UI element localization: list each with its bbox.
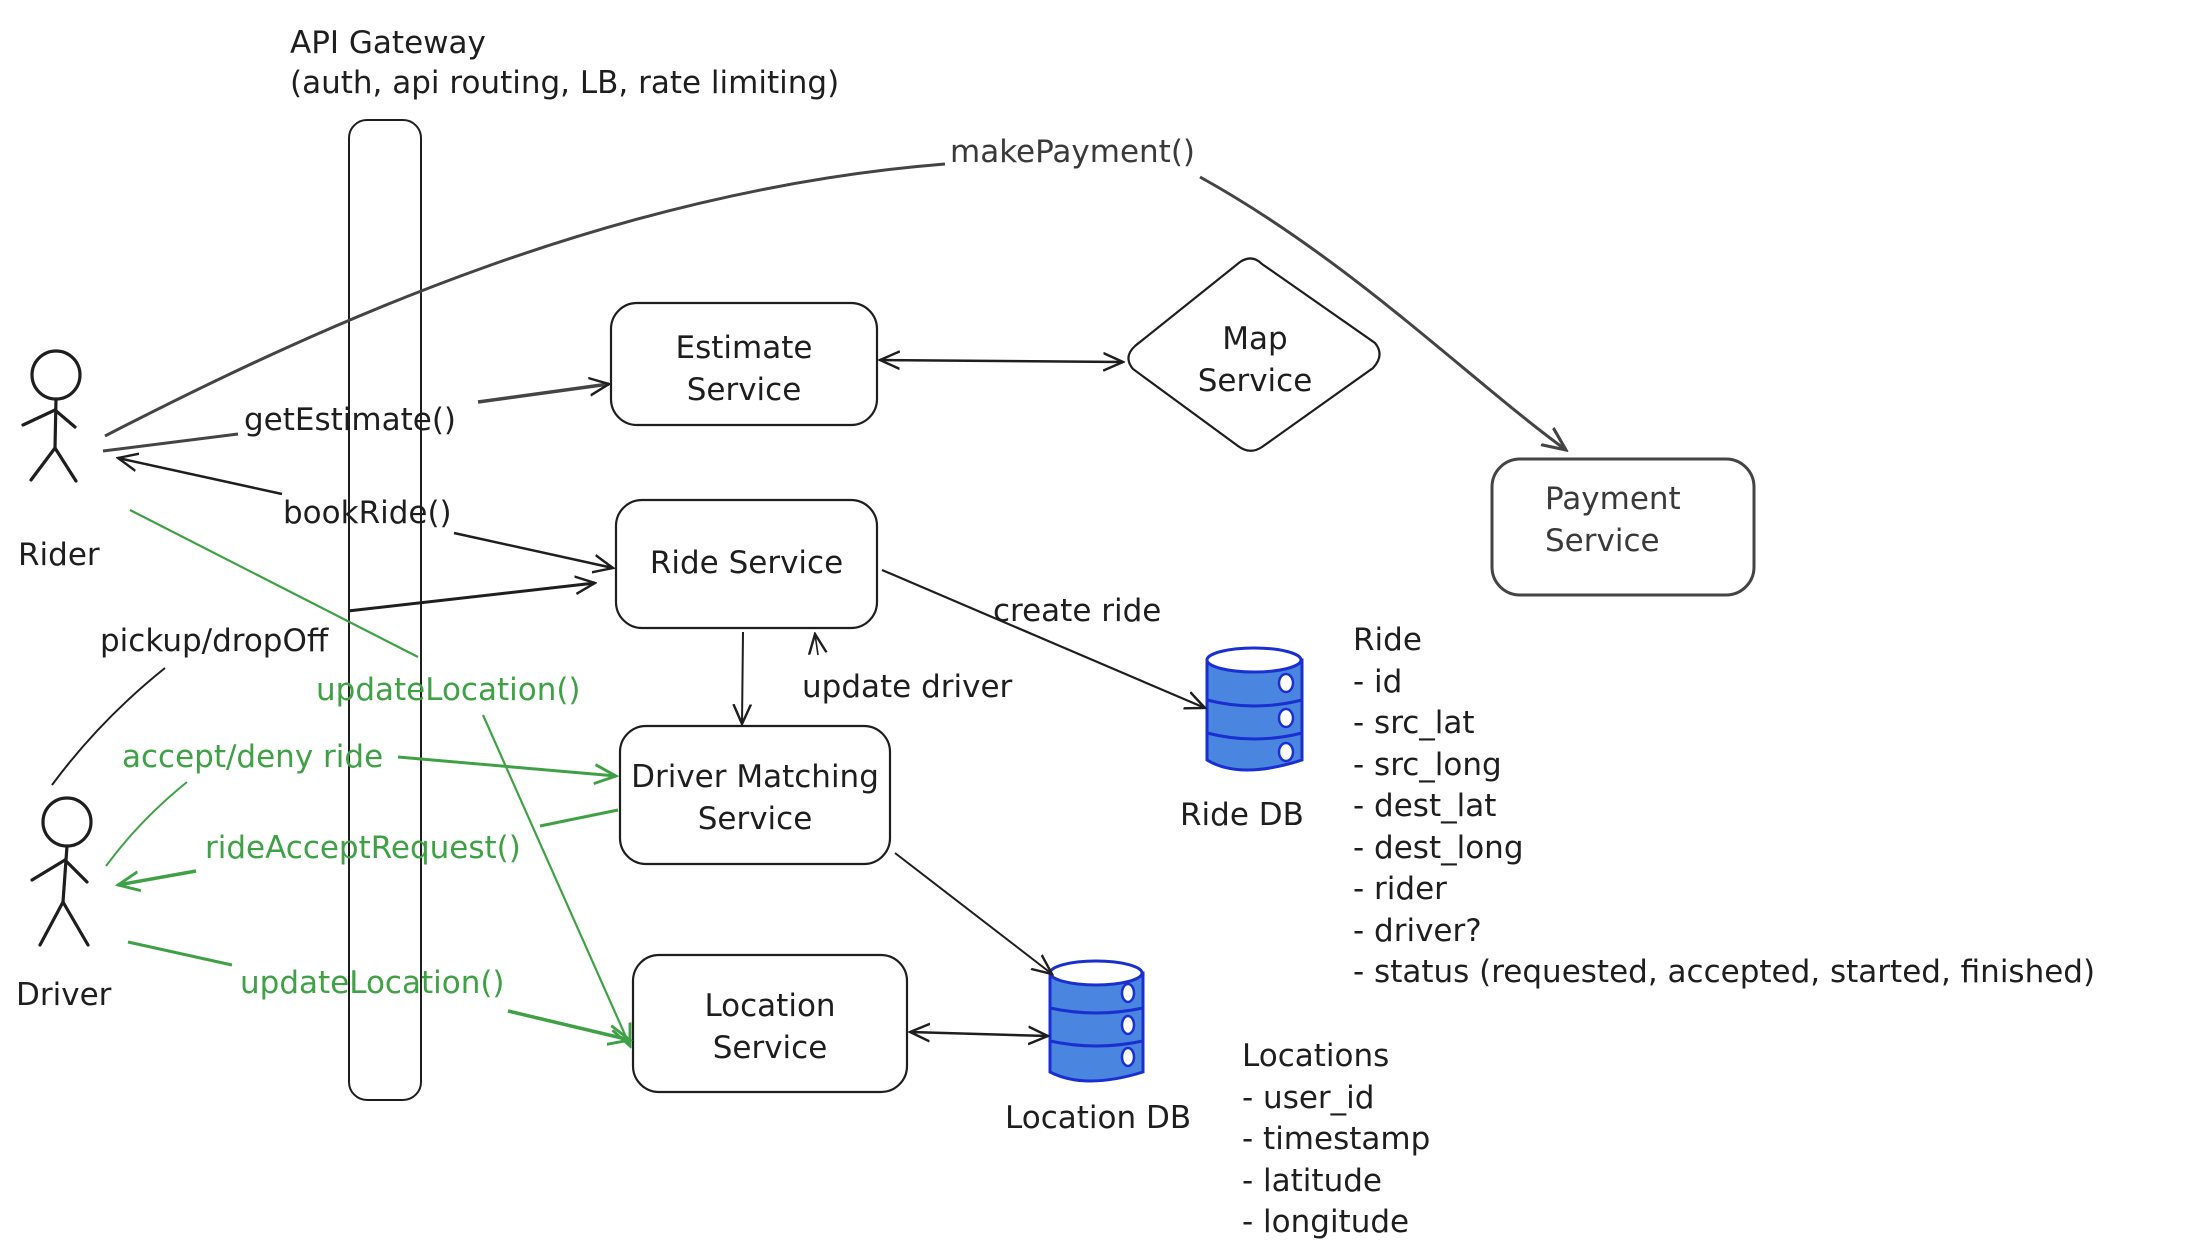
edge-update-driver — [815, 634, 818, 655]
api-gateway-title: API Gateway — [290, 25, 486, 61]
rider-actor-icon — [21, 349, 82, 483]
location-service-line-1: Location — [704, 988, 836, 1024]
location-service-line-2: Service — [712, 1030, 828, 1066]
rider-update-location-label: updateLocation() — [316, 672, 581, 708]
payment-service-line-2: Service — [1545, 523, 1660, 559]
map-service-diamond[interactable] — [1127, 257, 1381, 452]
ride-schema-field: - driver? — [1353, 912, 1482, 949]
create-ride-label: create ride — [993, 593, 1162, 629]
driver-update-location-label: updateLocation() — [240, 965, 505, 1001]
locations-schema-field: - user_id — [1242, 1079, 1375, 1116]
payment-service-label: Payment Service — [1545, 478, 1681, 562]
driver-actor-icon — [30, 796, 93, 947]
driver-matching-service-label: Driver Matching Service — [620, 756, 890, 840]
location-db-icon[interactable] — [1048, 959, 1145, 1083]
ride-db-icon[interactable] — [1205, 646, 1304, 772]
payment-service-line-1: Payment — [1545, 481, 1681, 517]
edge-ride-to-matching — [742, 631, 743, 724]
ride-schema-title: Ride — [1353, 622, 1422, 658]
estimate-service-box[interactable] — [609, 301, 879, 427]
ride-service-box[interactable] — [614, 498, 879, 630]
edge-driver-update-location-start — [127, 940, 233, 967]
ride-schema-field: - src_lat — [1353, 705, 1475, 741]
location-db-label: Location DB — [1005, 1100, 1192, 1136]
edge-pickup-dropoff-tail — [51, 667, 166, 786]
ride-schema-field: - rider — [1353, 871, 1447, 907]
api-gateway-subtitle: (auth, api routing, LB, rate limiting) — [290, 65, 840, 101]
driver-matching-line-2: Service — [697, 801, 813, 837]
locations-schema-field: - longitude — [1242, 1204, 1410, 1240]
driver-label: Driver — [16, 977, 112, 1013]
ride-schema-field: - status (requested, accepted, started, … — [1353, 954, 2096, 990]
ride-schema-field: - dest_long — [1353, 829, 1524, 866]
locations-schema-field: - timestamp — [1242, 1121, 1431, 1157]
accept-deny-label: accept/deny ride — [122, 739, 384, 775]
locations-schema-field: - latitude — [1242, 1162, 1382, 1199]
edge-accept-deny — [397, 755, 616, 776]
edge-ride-accept-request-start — [539, 808, 619, 828]
rider-label: Rider — [18, 537, 100, 573]
ride-schema-field: - dest_lat — [1353, 788, 1497, 824]
edge-location-service-db — [910, 1032, 1048, 1036]
location-service-box[interactable] — [631, 953, 909, 1094]
estimate-service-line-2: Service — [686, 372, 802, 408]
ride-accept-request-label: rideAcceptRequest() — [205, 830, 521, 866]
edge-get-estimate-end — [477, 384, 609, 404]
edge-create-ride — [881, 568, 1205, 708]
locations-schema-title: Locations — [1242, 1038, 1390, 1074]
payment-service-box[interactable] — [1490, 457, 1756, 597]
edge-rider-update-location-end — [481, 714, 630, 1046]
ride-schema-field: - id — [1353, 663, 1403, 700]
locations-schema-note: Locations - user_id - timestamp - latitu… — [1242, 1036, 1430, 1244]
edge-get-estimate-start — [102, 432, 239, 453]
map-service-line-2: Service — [1197, 363, 1313, 399]
edge-ride-accept-request-end — [118, 869, 197, 885]
map-service-line-1: Map — [1222, 321, 1288, 357]
edge-book-ride-forward — [453, 531, 613, 568]
estimate-service-line-1: Estimate — [675, 330, 813, 366]
edge-make-payment-start — [104, 162, 946, 438]
make-payment-label: makePayment() — [950, 134, 1196, 170]
driver-matching-service-box[interactable] — [618, 724, 892, 866]
ride-schema-note: Ride - id - src_lat - src_long - dest_la… — [1353, 620, 2095, 994]
edge-matching-to-location-db — [894, 852, 1052, 974]
edge-accept-deny-tail — [105, 781, 188, 867]
get-estimate-label: getEstimate() — [244, 402, 457, 438]
estimate-service-label: Estimate Service — [611, 327, 877, 411]
pickup-dropoff-label: pickup/dropOff — [100, 623, 329, 659]
edge-book-ride-return — [118, 458, 283, 496]
book-ride-label: bookRide() — [283, 495, 452, 531]
ride-db-label: Ride DB — [1180, 797, 1304, 833]
edge-rider-update-location-start — [129, 509, 419, 658]
ride-service-label: Ride Service — [649, 545, 844, 581]
edge-pickup-dropoff-line — [347, 583, 595, 613]
map-service-label: Map Service — [1135, 318, 1375, 402]
update-driver-label: update driver — [802, 669, 1013, 705]
location-service-label: Location Service — [633, 985, 907, 1069]
edge-driver-update-location-end — [507, 1009, 630, 1040]
driver-matching-line-1: Driver Matching — [631, 759, 879, 795]
edge-make-payment-end — [1199, 175, 1566, 450]
ride-schema-field: - src_long — [1353, 746, 1502, 783]
edge-estimate-map — [880, 360, 1123, 362]
